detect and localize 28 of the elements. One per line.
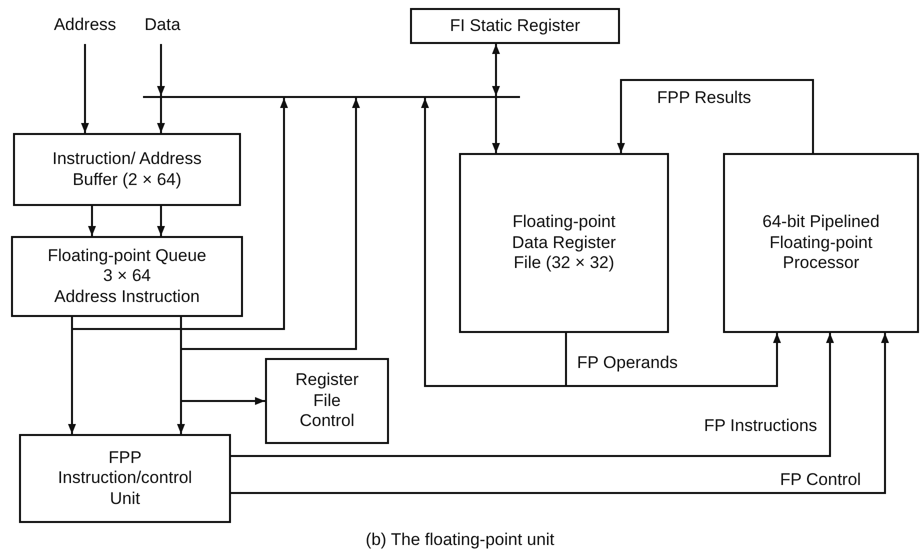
arrow [231, 333, 834, 457]
arrow [180, 317, 265, 405]
block-box: 64-bit Pipelined Floating-point Processor [723, 153, 919, 333]
block-box: Instruction/ Address Buffer (2 × 64) [13, 133, 241, 206]
signal-label: Address [40, 12, 130, 38]
arrow [421, 98, 567, 387]
arrow [81, 44, 89, 133]
block-box: Floating-point Data Register File (32 × 32) [459, 153, 669, 333]
signal-label: Data [135, 12, 190, 38]
arrow [617, 79, 814, 153]
figure-caption: (b) The floating-point unit [364, 530, 556, 550]
block-box: Floating-point Queue 3 × 64 Address Instruction [11, 236, 243, 317]
arrow [492, 44, 500, 96]
arrow [157, 44, 165, 96]
arrow [180, 98, 360, 350]
arrow [71, 98, 288, 330]
arrow [492, 98, 500, 153]
arrow [157, 98, 165, 133]
block-box: Register File Control [265, 358, 389, 444]
arrow [565, 333, 781, 387]
edge-label: FP Operands [575, 353, 680, 374]
arrow [68, 317, 76, 434]
arrow [88, 206, 96, 236]
arrow [231, 333, 889, 494]
arrow [157, 206, 165, 236]
bus-line [143, 96, 520, 98]
block-box: FI Static Register [410, 8, 620, 44]
block-box: FPP Instruction/control Unit [19, 434, 231, 523]
